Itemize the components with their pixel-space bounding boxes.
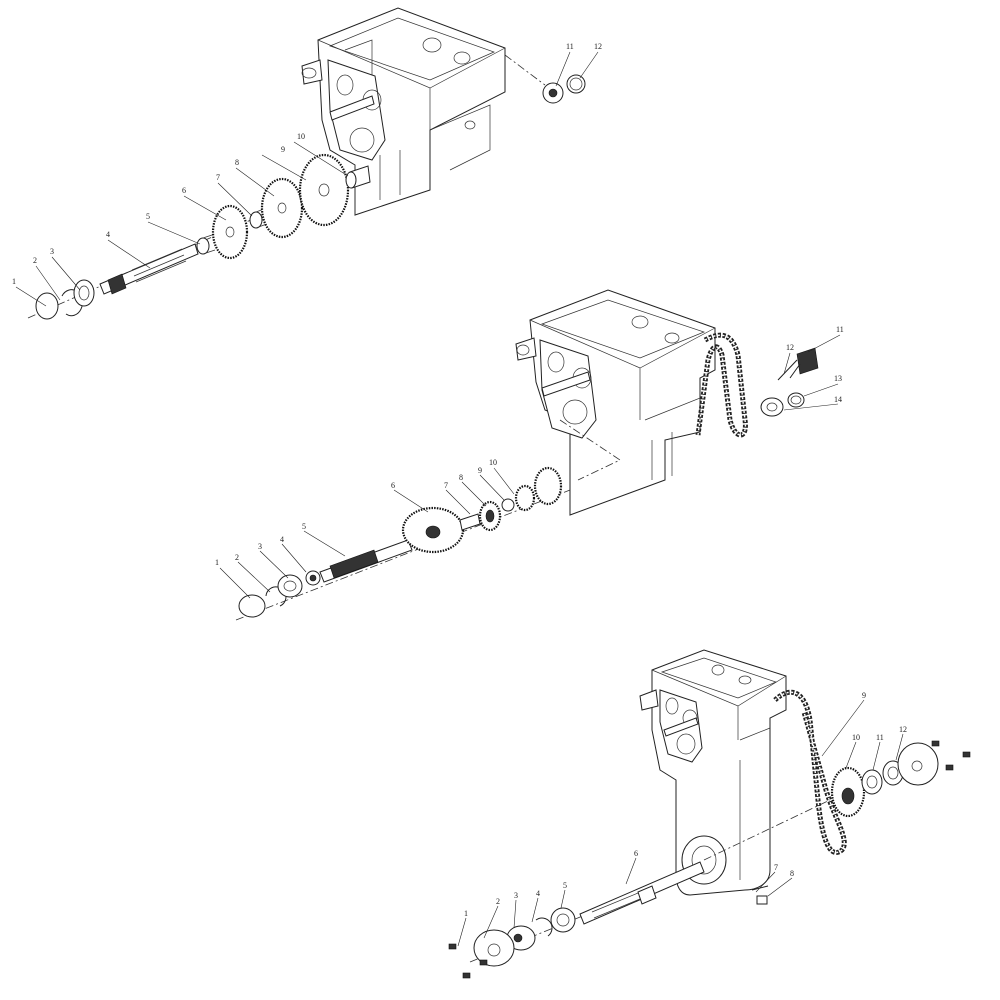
- middle-part-9-ring: [501, 498, 515, 512]
- upper-part-6-gear: [211, 204, 249, 260]
- lower-label-9: 9: [862, 691, 866, 700]
- lower-part-8-clamp: [756, 895, 768, 905]
- middle-part-10-gear-cluster: [514, 466, 563, 512]
- upper-label-10: 10: [297, 132, 305, 141]
- lower-part-2-flange: [473, 929, 515, 967]
- upper-label-1: 1: [12, 277, 16, 286]
- upper-label-9: 9: [281, 145, 285, 154]
- middle-label-11: 11: [836, 325, 844, 334]
- middle-label-2: 2: [235, 553, 239, 562]
- lower-label-5: 5: [563, 881, 567, 890]
- middle-part-12-pin: [777, 359, 801, 381]
- lower-part-5-bearing: [550, 907, 576, 933]
- upper-part-1-endcap: [35, 292, 59, 320]
- lower-label-8: 8: [790, 869, 794, 878]
- middle-part-8-sprocket: [478, 500, 502, 532]
- upper-part-12-seal: [566, 74, 586, 94]
- lower-label-2: 2: [496, 897, 500, 906]
- lower-part-1-nuts: [448, 943, 488, 979]
- middle-label-9: 9: [478, 466, 482, 475]
- lower-chain: [773, 689, 847, 855]
- lower-end-cover: [897, 742, 939, 786]
- upper-part-4-shaft: [99, 243, 199, 295]
- lower-label-12: 12: [899, 725, 907, 734]
- lower-label-3: 3: [514, 891, 518, 900]
- lower-label-7: 7: [774, 863, 778, 872]
- upper-label-8: 8: [235, 158, 239, 167]
- upper-part-8-gear: [260, 177, 304, 239]
- lower-part-6-shaft: [579, 861, 705, 925]
- upper-part-11-bearing: [542, 82, 564, 104]
- lower-end-nuts: [931, 740, 971, 771]
- upper-label-11: 11: [566, 42, 574, 51]
- middle-label-13: 13: [834, 374, 842, 383]
- middle-label-3: 3: [258, 542, 262, 551]
- middle-label-10: 10: [489, 458, 497, 467]
- middle-label-7: 7: [444, 481, 448, 490]
- middle-part-5-shaft: [319, 539, 413, 583]
- middle-label-6: 6: [391, 481, 395, 490]
- upper-part-9-gear: [298, 153, 350, 227]
- upper-part-3-bearing: [73, 279, 95, 307]
- upper-assembly: 1 2 3 4 5 6 7 8 9 10 11 12: [12, 7, 602, 320]
- middle-part-6-gear: [401, 506, 465, 554]
- lower-part-4-circlip: [535, 917, 553, 937]
- middle-label-4: 4: [280, 535, 284, 544]
- upper-label-5: 5: [146, 212, 150, 221]
- middle-assembly: 1 2 3 4 5 6 7 8 9 10 11 12 13 14: [215, 289, 844, 621]
- middle-housing: [515, 289, 716, 516]
- upper-label-7: 7: [216, 173, 220, 182]
- middle-part-14-bearing: [760, 397, 784, 417]
- upper-label-4: 4: [106, 230, 110, 239]
- upper-labels: 1 2 3 4 5 6 7 8 9 10 11 12: [12, 42, 602, 286]
- middle-label-1: 1: [215, 558, 219, 567]
- upper-label-12: 12: [594, 42, 602, 51]
- middle-part-3-bearing: [277, 574, 303, 598]
- lower-housing: [639, 649, 831, 896]
- upper-part-10-bushing: [345, 165, 371, 189]
- upper-housing: [301, 7, 546, 216]
- middle-part-7-spacer: [459, 513, 481, 531]
- middle-part-11-tensioner: [796, 347, 819, 375]
- middle-part-4-washer: [305, 570, 321, 586]
- middle-label-8: 8: [459, 473, 463, 482]
- lower-label-10: 10: [852, 733, 860, 742]
- lower-labels: 1 2 3 4 5 6 7 8 9 10 11 12: [464, 691, 907, 918]
- upper-label-3: 3: [50, 247, 54, 256]
- lower-label-1: 1: [464, 909, 468, 918]
- lower-part-10-sprocket: [830, 766, 866, 818]
- middle-label-12: 12: [786, 343, 794, 352]
- upper-label-6: 6: [182, 186, 186, 195]
- upper-label-2: 2: [33, 256, 37, 265]
- lower-label-11: 11: [876, 733, 884, 742]
- lower-label-4: 4: [536, 889, 540, 898]
- middle-part-1-endcap: [238, 594, 266, 618]
- middle-labels: 1 2 3 4 5 6 7 8 9 10 11 12 13 14: [215, 325, 844, 567]
- middle-label-5: 5: [302, 522, 306, 531]
- lower-label-6: 6: [634, 849, 638, 858]
- middle-part-13-seal: [787, 392, 805, 408]
- lower-assembly: 1 2 3 4 5 6 7 8 9 10 11 12: [448, 649, 971, 979]
- middle-label-14: 14: [834, 395, 842, 404]
- lower-part-11-bearing: [861, 769, 883, 795]
